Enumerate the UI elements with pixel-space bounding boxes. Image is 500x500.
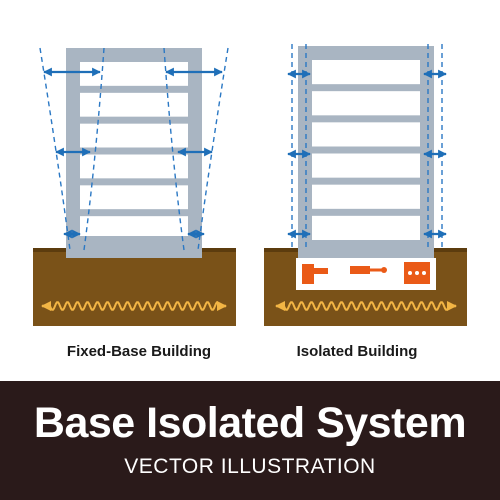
left-sway-inner-l bbox=[83, 47, 105, 251]
banner-subtitle: VECTOR ILLUSTRATION bbox=[124, 455, 376, 478]
title-banner: Base Isolated System VECTOR ILLUSTRATION bbox=[0, 381, 500, 500]
isolator-left-post bbox=[302, 264, 314, 284]
right-seismic-wave bbox=[283, 301, 449, 311]
left-building bbox=[66, 48, 202, 252]
right-building bbox=[298, 46, 434, 252]
left-building-window bbox=[80, 216, 188, 240]
damper-joint bbox=[381, 267, 387, 273]
fixed-base-label: Fixed-Base Building bbox=[66, 343, 212, 360]
right-foundation bbox=[298, 246, 434, 258]
left-building-window bbox=[80, 185, 188, 210]
left-ground bbox=[33, 250, 236, 326]
isolated-label: Isolated Building bbox=[296, 343, 418, 360]
right-building-window bbox=[312, 215, 420, 240]
left-foundation bbox=[66, 236, 202, 258]
diagram-canvas bbox=[33, 44, 467, 326]
right-building-window bbox=[312, 153, 420, 178]
bearing-ball bbox=[408, 271, 412, 275]
right-building-window bbox=[312, 122, 420, 147]
left-building-window bbox=[80, 154, 188, 179]
bearing-ball bbox=[422, 271, 426, 275]
right-building-window bbox=[312, 91, 420, 116]
left-sway-outer-l bbox=[39, 47, 71, 251]
left-building-window bbox=[80, 62, 188, 86]
left-sway-outer-r bbox=[197, 47, 229, 251]
left-building-window bbox=[80, 123, 188, 148]
damper-body bbox=[350, 266, 370, 274]
left-sway-inner-r bbox=[163, 47, 185, 251]
banner-title: Base Isolated System bbox=[33, 399, 467, 447]
left-seismic-wave bbox=[49, 301, 218, 311]
right-building-window bbox=[312, 184, 420, 209]
isolator-left-arm bbox=[314, 268, 328, 274]
left-building-window bbox=[80, 92, 188, 117]
right-building-window bbox=[312, 60, 420, 85]
bearing-ball bbox=[415, 271, 419, 275]
